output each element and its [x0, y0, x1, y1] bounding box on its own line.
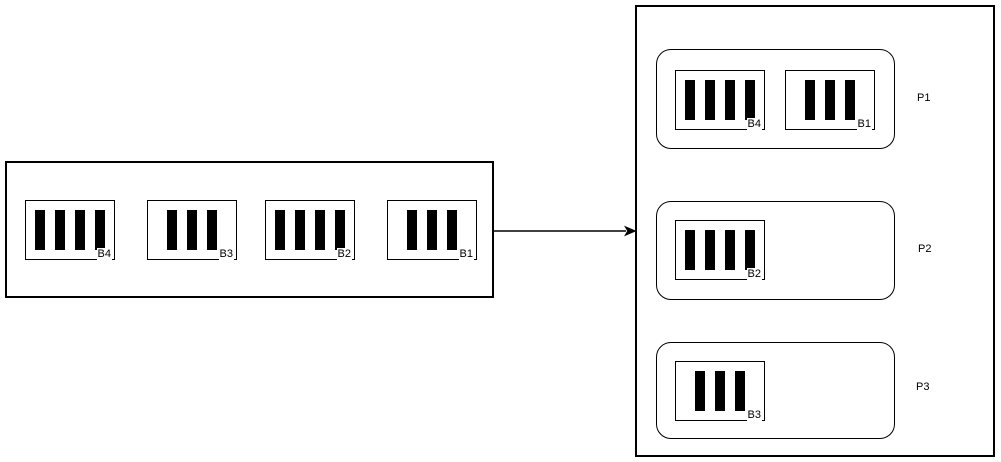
batch-label-b4: B4 [96, 248, 112, 260]
task-bar [447, 210, 457, 250]
pool-p2-batch-box-b2: B2 [675, 220, 765, 280]
task-bar [275, 210, 285, 250]
task-bar [705, 80, 715, 120]
batch-b1-bars [388, 201, 476, 259]
batch-box-b2: B2 [265, 200, 355, 260]
task-bar [167, 210, 177, 250]
pool-p1-label: P1 [917, 92, 931, 104]
task-bar [315, 210, 325, 250]
task-bar [427, 210, 437, 250]
task-bar [35, 210, 45, 250]
batch-b2-bars [266, 201, 354, 259]
task-bar [705, 230, 715, 270]
task-bar [745, 80, 755, 120]
task-bar [335, 210, 345, 250]
task-bar [685, 230, 695, 270]
pool-p2-label: P2 [918, 243, 932, 255]
batch-b4-bars [26, 201, 114, 259]
task-bar [295, 210, 305, 250]
task-bar [825, 80, 835, 120]
pool-p2-batch-b2-bars [676, 221, 764, 279]
task-bar [805, 80, 815, 120]
task-bar [745, 230, 755, 270]
batch-label-b2: B2 [336, 248, 352, 260]
task-bar [715, 371, 725, 411]
batch-box-b4: B4 [25, 200, 115, 260]
task-bar [725, 80, 735, 120]
pool-p2 [656, 201, 895, 300]
pool-p3-batch-box-b3: B3 [675, 361, 765, 421]
batch-label-b3: B3 [218, 248, 234, 260]
task-bar [75, 210, 85, 250]
pool-p1-batch-b4-bars [676, 71, 764, 129]
task-bar [407, 210, 417, 250]
batch-b3-bars [148, 201, 236, 259]
pool-p3-batch-label-b3: B3 [746, 409, 762, 421]
task-bar [695, 371, 705, 411]
batch-box-b1: B1 [387, 200, 477, 260]
pool-p2-batch-label-b2: B2 [746, 268, 762, 280]
task-bar [685, 80, 695, 120]
pool-p1-batch-label-b1: B1 [856, 118, 872, 130]
pool-p1-batch-box-b4: B4 [675, 70, 765, 130]
task-bar [845, 80, 855, 120]
batch-label-b1: B1 [458, 248, 474, 260]
pool-p1-batch-box-b1: B1 [785, 70, 875, 130]
task-bar [95, 210, 105, 250]
task-bar [187, 210, 197, 250]
task-bar [725, 230, 735, 270]
task-bar [55, 210, 65, 250]
task-bar [207, 210, 217, 250]
assignment-arrow [494, 225, 637, 237]
batch-box-b3: B3 [147, 200, 237, 260]
pool-p1-batch-label-b4: B4 [746, 118, 762, 130]
pool-p1-batch-b1-bars [786, 71, 874, 129]
pool-p3-batch-b3-bars [676, 362, 764, 420]
pool-p3-label: P3 [916, 381, 930, 393]
task-bar [735, 371, 745, 411]
